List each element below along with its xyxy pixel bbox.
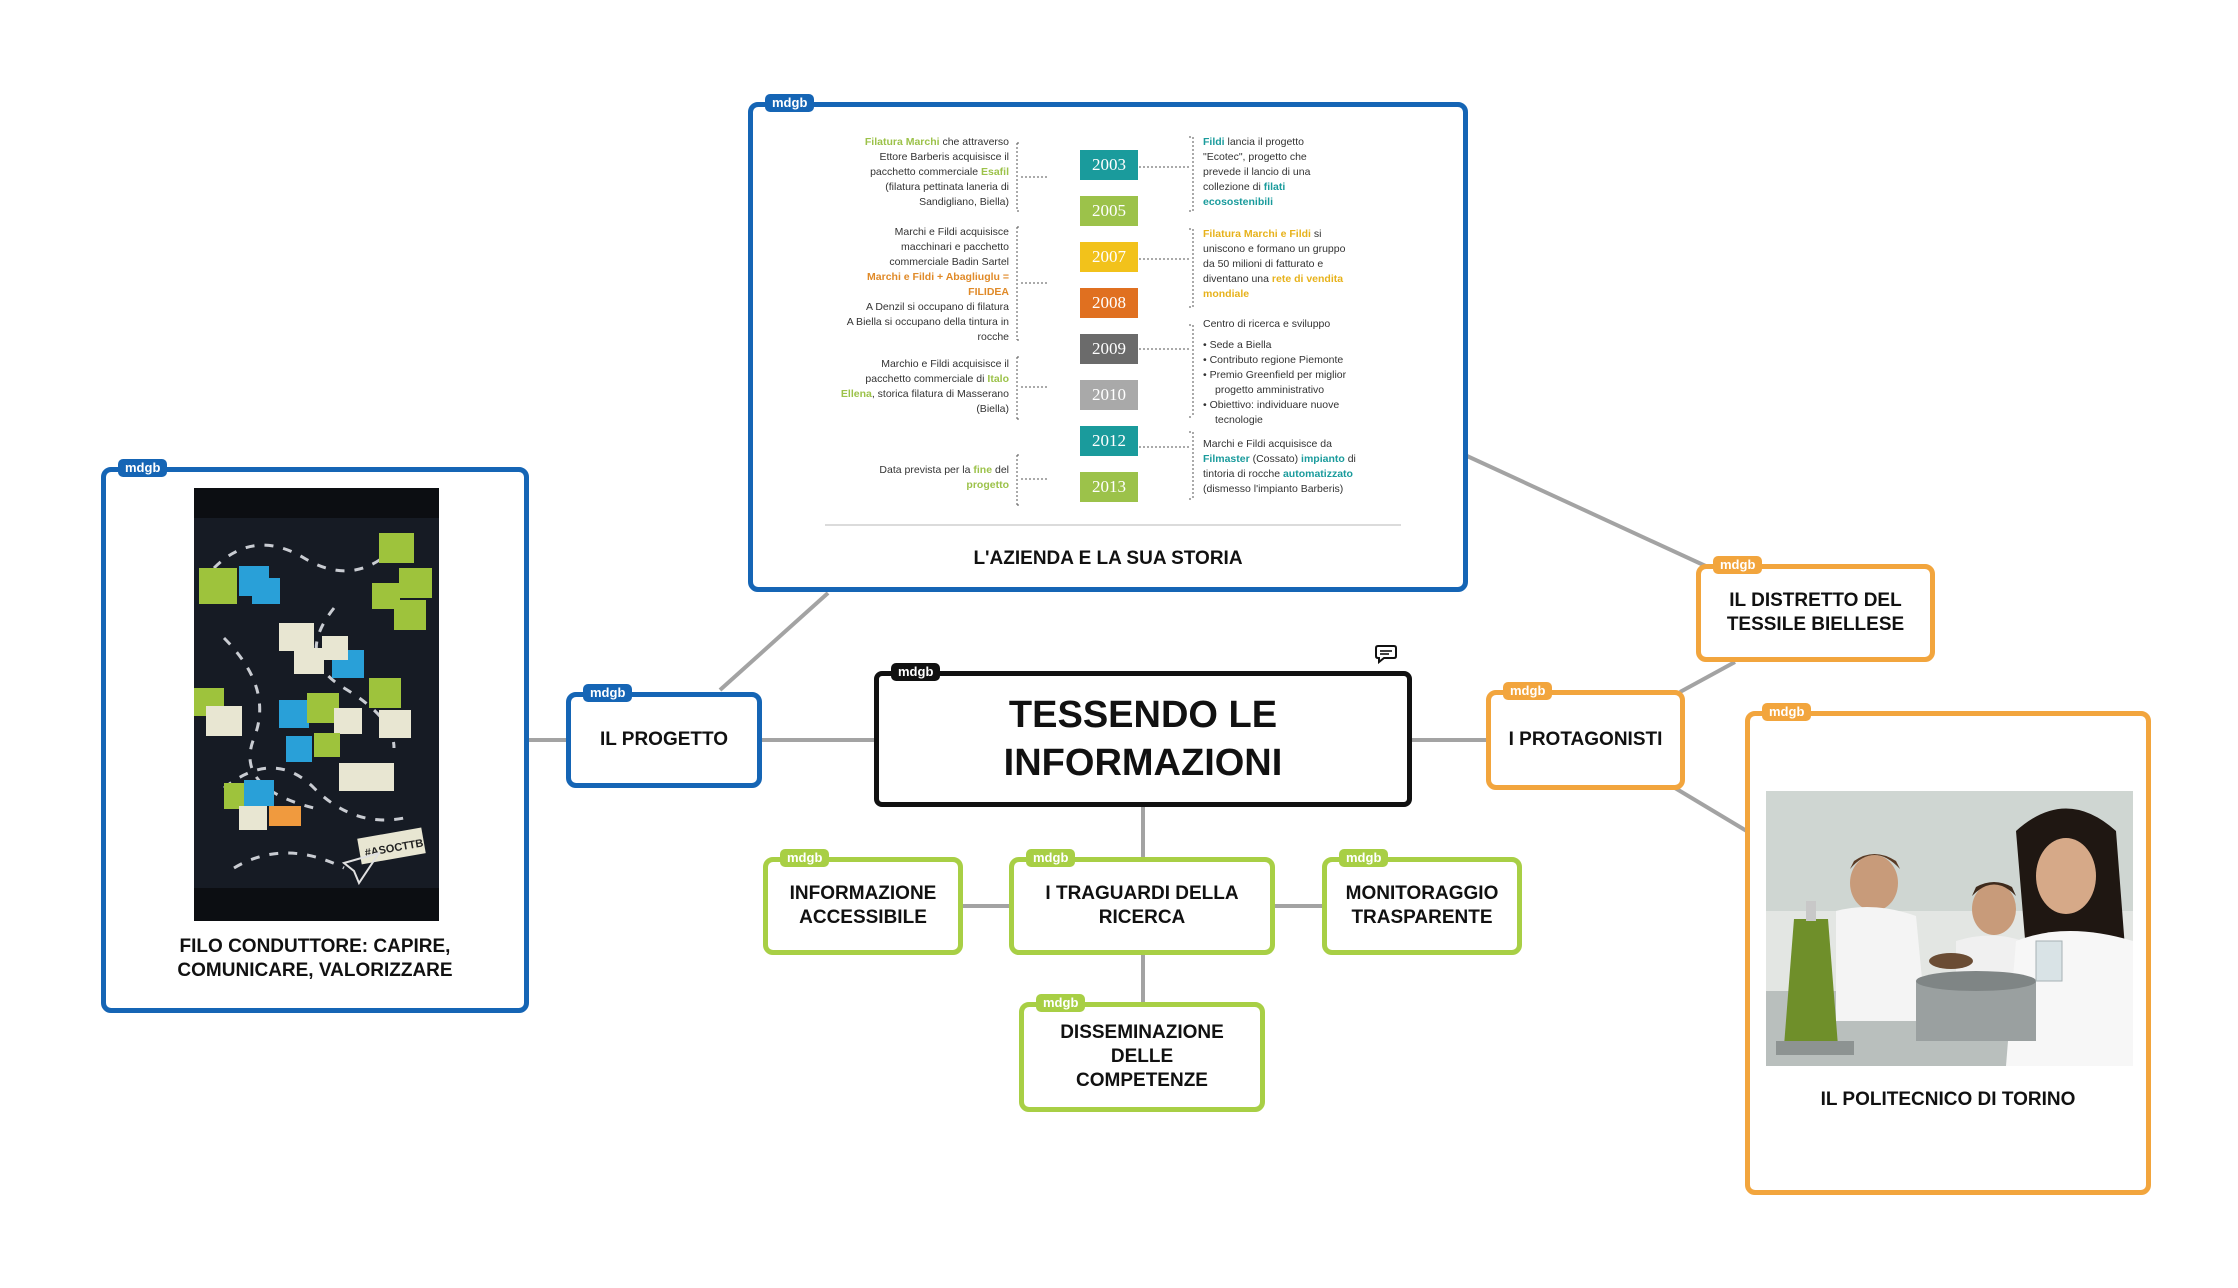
timeline-year-2007: 2007 bbox=[1080, 242, 1138, 272]
connector-azienda-distretto bbox=[1466, 454, 1711, 570]
timeline-left-block-3: Marchio e Fildi acquisisce il pacchetto … bbox=[840, 358, 1009, 415]
timeline: 2003 2005 2007 2008 2009 2010 2012 2013 … bbox=[753, 107, 1463, 587]
timeline-left-block-4: Data prevista per la fine del progetto bbox=[879, 464, 1009, 491]
node-informazione-accessibile[interactable]: mdgb INFORMAZIONE ACCESSIBILE bbox=[763, 849, 963, 955]
timeline-year-2005: 2005 bbox=[1080, 196, 1138, 226]
central-topic[interactable]: mdgb TESSENDO LE INFORMAZIONI bbox=[874, 645, 1412, 807]
node-label: IL PROGETTO bbox=[599, 729, 729, 751]
timeline-right-block-4: Marchi e Fildi acquisisce da Filmaster (… bbox=[1203, 438, 1356, 495]
node-il-progetto[interactable]: mdgb IL PROGETTO bbox=[566, 684, 762, 788]
timeline-left-block-2: Marchi e Fildi acquisisce macchinari e p… bbox=[846, 226, 1009, 343]
central-title: TESSENDO LE INFORMAZIONI bbox=[1003, 694, 1283, 784]
timeline-year-2012: 2012 bbox=[1080, 426, 1138, 456]
timeline-year-2009: 2009 bbox=[1080, 334, 1138, 364]
sticky-notes-photo: #ASOCTTB bbox=[194, 488, 439, 921]
node-label: MONITORAGGIO TRASPARENTE bbox=[1345, 883, 1499, 928]
node-tag: mdgb bbox=[1762, 703, 1812, 721]
central-tag: mdgb bbox=[891, 663, 941, 681]
node-tag: mdgb bbox=[1026, 849, 1076, 867]
node-label: IL POLITECNICO DI TORINO bbox=[1820, 1089, 2076, 1110]
node-label: FILO CONDUTTORE: CAPIRE, COMUNICARE, VAL… bbox=[177, 936, 453, 981]
node-tag: mdgb bbox=[118, 459, 168, 477]
connector-protagonisti-politecnico bbox=[1668, 783, 1757, 838]
node-monitoraggio-trasparente[interactable]: mdgb MONITORAGGIO TRASPARENTE bbox=[1322, 849, 1522, 955]
timeline-right-block-1: Fildi lancia il progetto "Ecotec", proge… bbox=[1203, 136, 1311, 208]
lab-photo bbox=[1766, 791, 2133, 1066]
timeline-year-2010: 2010 bbox=[1080, 380, 1138, 410]
timeline-year-2008: 2008 bbox=[1080, 288, 1138, 318]
node-label: L'AZIENDA E LA SUA STORIA bbox=[973, 548, 1243, 569]
comment-icon[interactable] bbox=[1375, 644, 1397, 665]
node-tag: mdgb bbox=[1036, 994, 1086, 1012]
node-tag: mdgb bbox=[1503, 682, 1553, 700]
node-tag: mdgb bbox=[583, 684, 633, 702]
node-disseminazione-competenze[interactable]: mdgb DISSEMINAZIONE DELLE COMPETENZE bbox=[1019, 994, 1265, 1112]
lab-illustration bbox=[1766, 791, 2133, 1066]
timeline-left-block-1: Filatura Marchi che attraverso Ettore Ba… bbox=[864, 136, 1009, 208]
node-label: I PROTAGONISTI bbox=[1508, 729, 1663, 751]
node-azienda-storia[interactable]: mdgb bbox=[748, 94, 1468, 592]
timeline-year-2013: 2013 bbox=[1080, 472, 1138, 502]
timeline-right-block-3: Centro di ricerca e sviluppo • Sede a Bi… bbox=[1203, 318, 1347, 426]
node-distretto-tessile[interactable]: mdgb IL DISTRETTO DEL TESSILE BIELLESE bbox=[1696, 556, 1935, 662]
node-tag: mdgb bbox=[1339, 849, 1389, 867]
connector-protagonisti-distretto bbox=[1679, 660, 1736, 694]
node-i-protagonisti[interactable]: mdgb I PROTAGONISTI bbox=[1486, 682, 1685, 790]
node-label: I TRAGUARDI DELLA RICERCA bbox=[1045, 883, 1239, 928]
node-label: IL DISTRETTO DEL TESSILE BIELLESE bbox=[1726, 590, 1905, 635]
connector-progetto-azienda bbox=[718, 591, 830, 692]
timeline-right-block-2: Filatura Marchi e Fildi si uniscono e fo… bbox=[1203, 228, 1346, 300]
node-filo-conduttore[interactable]: mdgb bbox=[101, 459, 529, 1013]
node-traguardi-ricerca[interactable]: mdgb I TRAGUARDI DELLA RICERCA bbox=[1009, 849, 1275, 955]
sticky-notes-illustration: #ASOCTTB bbox=[194, 488, 439, 921]
node-tag: mdgb bbox=[1713, 556, 1763, 574]
node-label: DISSEMINAZIONE DELLE COMPETENZE bbox=[1060, 1022, 1224, 1091]
timeline-brackets bbox=[825, 136, 1401, 526]
node-tag: mdgb bbox=[765, 94, 815, 112]
node-tag: mdgb bbox=[780, 849, 830, 867]
node-politecnico-torino[interactable]: mdgb bbox=[1745, 703, 2151, 1195]
timeline-year-2003: 2003 bbox=[1080, 150, 1138, 180]
node-label: INFORMAZIONE ACCESSIBILE bbox=[789, 883, 937, 928]
